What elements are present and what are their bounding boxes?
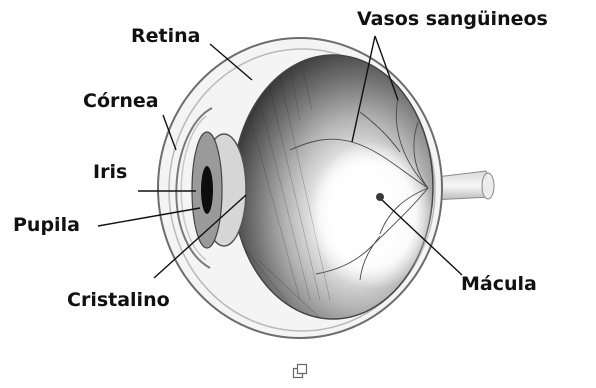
label-pupila: Pupila [13, 216, 80, 235]
label-cristalino: Cristalino [67, 291, 170, 310]
label-iris: Iris [93, 163, 127, 182]
label-vasos-sanguineos: Vasos sangüineos [357, 10, 548, 29]
label-macula: Mácula [461, 275, 537, 294]
pupil [201, 166, 213, 214]
expand-icon[interactable] [292, 363, 308, 379]
label-retina: Retina [131, 27, 200, 46]
label-cornea: Córnea [83, 92, 159, 111]
